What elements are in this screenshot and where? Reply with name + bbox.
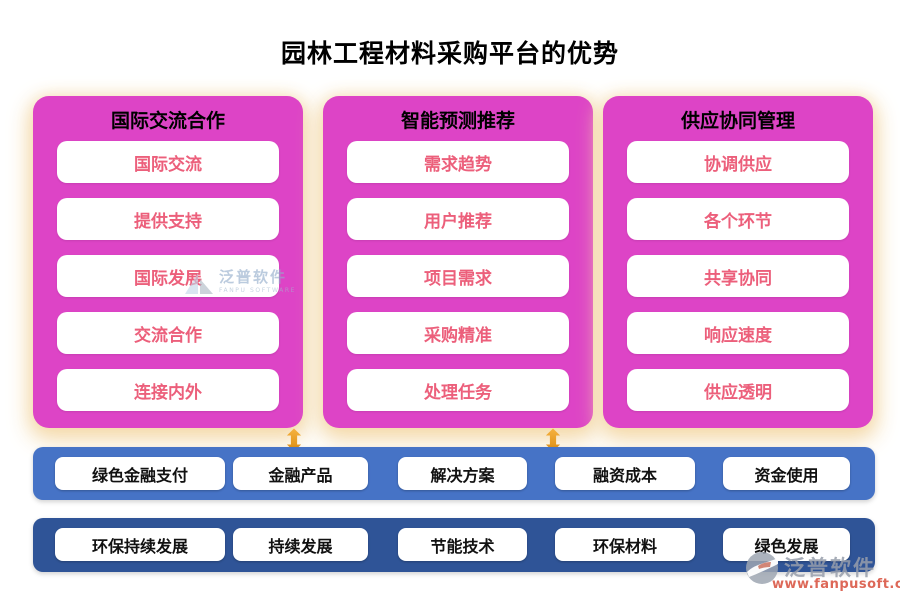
bar-pill: 持续发展: [233, 528, 368, 561]
bar-pill: 环保材料: [555, 528, 695, 561]
feature-card: 国际发展: [57, 255, 279, 297]
feature-card: 共享协同: [627, 255, 849, 297]
double-arrow-up-down-icon: [286, 428, 302, 452]
bar-green-finance: 绿色金融支付 金融产品 解决方案 融资成本 资金使用: [33, 447, 875, 500]
bar-pill: 解决方案: [398, 457, 527, 490]
bar-pill: 金融产品: [233, 457, 368, 490]
column-supply-collaboration: 供应协同管理 协调供应 各个环节 共享协同 响应速度 供应透明: [603, 96, 873, 428]
watermark-url: www.fanpusoft.com: [772, 577, 900, 592]
feature-card: 响应速度: [627, 312, 849, 354]
bar-pill: 融资成本: [555, 457, 695, 490]
bar-pill: 绿色发展: [723, 528, 850, 561]
column-header: 智能预测推荐: [400, 110, 515, 132]
feature-card: 协调供应: [627, 141, 849, 183]
feature-card: 供应透明: [627, 369, 849, 411]
double-arrow-up-down-icon: [545, 428, 561, 452]
feature-card: 需求趋势: [347, 141, 569, 183]
bar-pill: 绿色金融支付: [55, 457, 225, 490]
bar-sustainable-development: 环保持续发展 持续发展 节能技术 环保材料 绿色发展: [33, 518, 875, 572]
page-title: 园林工程材料采购平台的优势: [280, 39, 619, 68]
bar-pill: 资金使用: [723, 457, 850, 490]
column-header: 供应协同管理: [680, 110, 795, 132]
feature-card: 项目需求: [347, 255, 569, 297]
column-smart-prediction: 智能预测推荐 需求趋势 用户推荐 项目需求 采购精准 处理任务: [323, 96, 593, 428]
feature-card: 采购精准: [347, 312, 569, 354]
feature-card: 处理任务: [347, 369, 569, 411]
feature-card: 用户推荐: [347, 198, 569, 240]
column-header: 国际交流合作: [110, 110, 225, 132]
bar-pill: 节能技术: [398, 528, 527, 561]
feature-card: 提供支持: [57, 198, 279, 240]
bar-pill: 环保持续发展: [55, 528, 225, 561]
feature-card: 各个环节: [627, 198, 849, 240]
feature-card: 交流合作: [57, 312, 279, 354]
feature-card: 国际交流: [57, 141, 279, 183]
feature-card: 连接内外: [57, 369, 279, 411]
column-international-cooperation: 国际交流合作 国际交流 提供支持 国际发展 交流合作 连接内外: [33, 96, 303, 428]
